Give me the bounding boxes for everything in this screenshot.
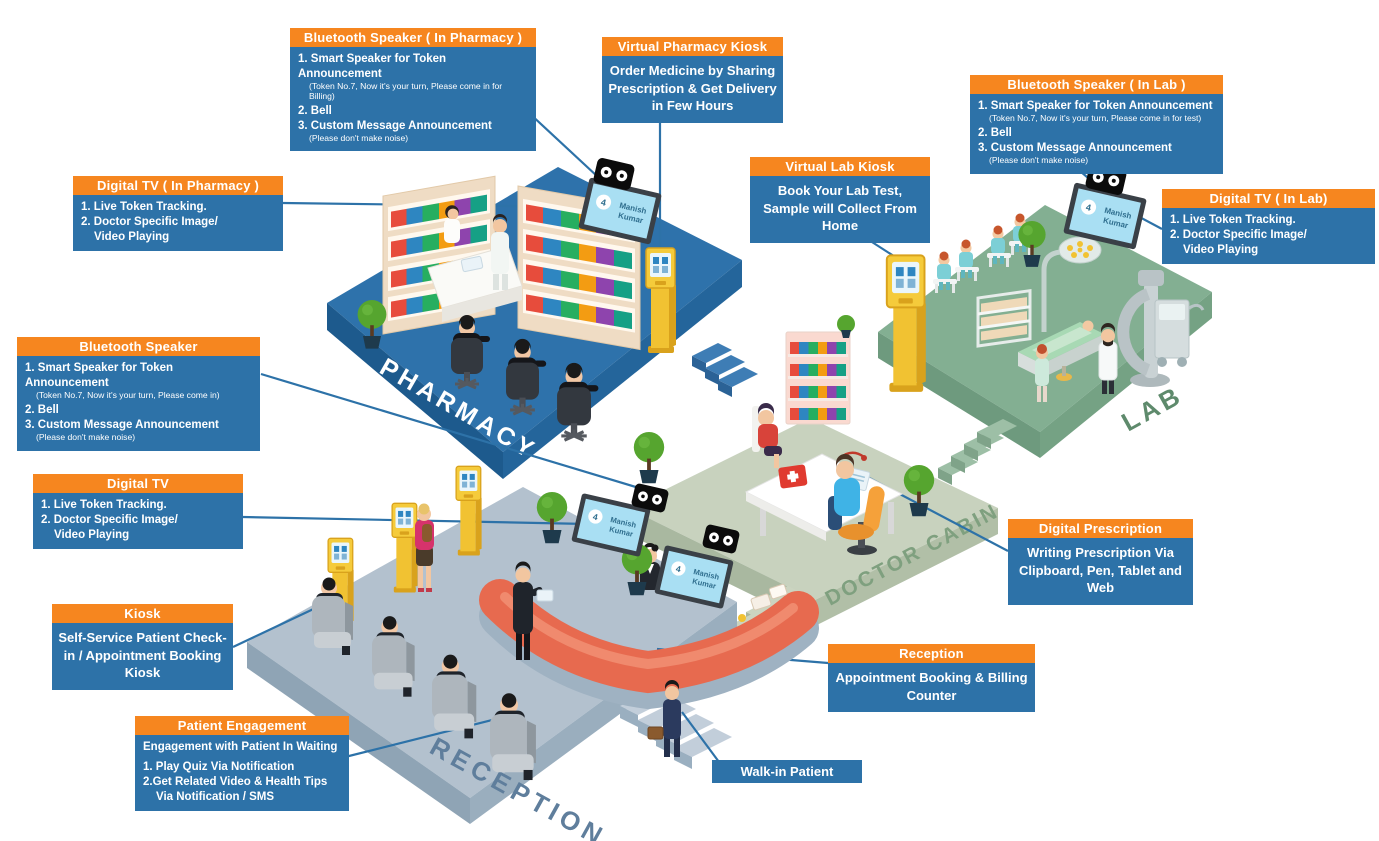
- tv-token-number: 4: [675, 563, 682, 574]
- callout-line: 2. Bell: [298, 104, 332, 117]
- callout-line: 2.Get Related Video & Health Tips: [143, 775, 328, 788]
- callout-note: (Token No.7, Now it's your turn, Please …: [36, 389, 220, 400]
- callout-body: Appointment Booking & Billing Counter: [828, 663, 1035, 713]
- callout-line: 3. Custom Message Announcement: [298, 119, 492, 132]
- callout-title: Bluetooth Speaker ( In Pharmacy ): [290, 28, 536, 47]
- callout-line: 1. Live Token Tracking.: [81, 201, 207, 213]
- callout-title: Virtual Pharmacy Kiosk: [602, 37, 783, 56]
- callout-line: Via Notification / SMS: [156, 790, 274, 803]
- callout-title: Digital TV ( In Pharmacy ): [73, 176, 283, 195]
- callout-label: Walk-in Patient: [712, 760, 862, 783]
- callout-body: Order Medicine by Sharing Prescription &…: [602, 56, 783, 123]
- tv-lab: 4 Manish Kumar: [1063, 182, 1147, 250]
- callout-title: Digital Prescription: [1008, 519, 1193, 538]
- tv-token-number: 4: [1085, 202, 1092, 213]
- callout-body: Book Your Lab Test, Sample will Collect …: [750, 176, 930, 243]
- callout-digital-tv: Digital TV 1. Live Token Tracking. 2. Do…: [33, 474, 243, 549]
- callout-line: 1. Smart Speaker for Token Announcement: [298, 53, 447, 80]
- callout-line: 2. Bell: [25, 403, 59, 416]
- doctor-figure: [828, 454, 885, 555]
- callout-bluetooth-speaker-lab: Bluetooth Speaker ( In Lab ) 1. Smart Sp…: [970, 75, 1223, 174]
- tv-pharmacy: 4 Manish Kumar: [578, 177, 662, 245]
- callout-body: Writing Prescription Via Clipboard, Pen,…: [1008, 538, 1193, 605]
- callout-note: (Please don't make noise): [989, 154, 1089, 165]
- first-aid-kit: [778, 464, 808, 489]
- callout-note: (Token No.7, Now it's your turn, Please …: [309, 80, 503, 101]
- callout-bluetooth-speaker-pharmacy: Bluetooth Speaker ( In Pharmacy ) 1. Sma…: [290, 28, 536, 152]
- leader-bluetooth-speaker: [260, 372, 650, 493]
- pharmacy-stairs: [692, 343, 758, 397]
- lab-label: LAB: [1116, 379, 1188, 437]
- callout-title: Kiosk: [52, 604, 233, 623]
- callout-digital-tv-pharmacy: Digital TV ( In Pharmacy ) 1. Live Token…: [73, 176, 283, 251]
- callout-note: (Token No.7, Now it's your turn, Please …: [989, 112, 1202, 123]
- kiosk-user-figure: [415, 503, 434, 592]
- callout-title: Virtual Lab Kiosk: [750, 157, 930, 176]
- pharmacist-figure: [444, 205, 460, 243]
- callout-line: 1. Live Token Tracking.: [1170, 214, 1296, 226]
- callout-title: Bluetooth Speaker: [17, 337, 260, 356]
- surgical-light: [1041, 236, 1102, 332]
- reception-desk: [479, 579, 819, 710]
- callout-line: 2. Bell: [978, 126, 1012, 139]
- callout-patient-engagement: Patient Engagement Engagement with Patie…: [135, 716, 349, 811]
- callout-line: 2. Doctor Specific Image/: [41, 513, 178, 526]
- callout-title: Digital TV ( In Lab): [1162, 189, 1375, 208]
- pharmacy-customer-figure: [491, 214, 509, 290]
- callout-line: 1. Play Quiz Via Notification: [143, 760, 295, 773]
- callout-title: Reception: [828, 644, 1035, 663]
- tv-token-number: 4: [600, 197, 607, 208]
- callout-line: 3. Custom Message Announcement: [25, 418, 219, 431]
- callout-title: Digital TV: [33, 474, 243, 493]
- callout-line: 1. Smart Speaker for Token Announcement: [25, 362, 174, 389]
- callout-note: (Please don't make noise): [309, 132, 409, 143]
- callout-title: Bluetooth Speaker ( In Lab ): [970, 75, 1223, 94]
- standing-visitor-figure: [513, 561, 554, 660]
- callout-digital-tv-lab: Digital TV ( In Lab) 1. Live Token Track…: [1162, 189, 1375, 264]
- callout-line: 3. Custom Message Announcement: [978, 141, 1172, 154]
- callout-line: Video Playing: [1183, 243, 1259, 256]
- callout-walk-in-patient: Walk-in Patient: [712, 760, 862, 783]
- walk-in-patient-figure: [647, 680, 681, 757]
- cabin-bookshelf: [785, 315, 855, 425]
- callout-note: (Please don't make noise): [36, 431, 136, 442]
- tv-cabin-2: 4 Manish Kumar: [654, 545, 734, 609]
- lab-shelf-rack: [976, 288, 1032, 348]
- callout-kiosk: Kiosk Self-Service Patient Check-in / Ap…: [52, 604, 233, 690]
- pharmacy-shelf-right: [517, 185, 641, 351]
- callout-virtual-pharmacy-kiosk: Virtual Pharmacy Kiosk Order Medicine by…: [602, 37, 783, 123]
- tv-token-number: 4: [592, 511, 599, 522]
- callout-intro: Engagement with Patient In Waiting: [143, 741, 338, 753]
- callout-line: Video Playing: [94, 230, 170, 243]
- callout-line: 1. Live Token Tracking.: [41, 499, 167, 511]
- lab-nurse-figure: [1035, 344, 1049, 402]
- leader-walk-in-patient: [681, 711, 720, 763]
- callout-body: Self-Service Patient Check-in / Appointm…: [52, 623, 233, 690]
- callout-virtual-lab-kiosk: Virtual Lab Kiosk Book Your Lab Test, Sa…: [750, 157, 930, 243]
- callout-reception: Reception Appointment Booking & Billing …: [828, 644, 1035, 713]
- callout-digital-prescription: Digital Prescription Writing Prescriptio…: [1008, 519, 1193, 605]
- cabin-patient-figure: [752, 403, 782, 468]
- cabin-desk: [744, 451, 904, 541]
- callout-title: Patient Engagement: [135, 716, 349, 735]
- lab-stairs: [938, 419, 1017, 485]
- tv-cabin-1: 4 Manish Kumar: [571, 493, 651, 557]
- callout-line: Video Playing: [54, 528, 130, 541]
- exam-bed-with-patient: [1018, 320, 1104, 381]
- callout-line: 2. Doctor Specific Image/: [81, 215, 218, 228]
- callout-line: 2. Doctor Specific Image/: [1170, 228, 1307, 241]
- lab-cart-machine: [1154, 299, 1205, 367]
- callout-bluetooth-speaker: Bluetooth Speaker 1. Smart Speaker for T…: [17, 337, 260, 451]
- lab-doctor-figure: [1098, 323, 1118, 394]
- callout-line: 1. Smart Speaker for Token Announcement: [978, 100, 1213, 112]
